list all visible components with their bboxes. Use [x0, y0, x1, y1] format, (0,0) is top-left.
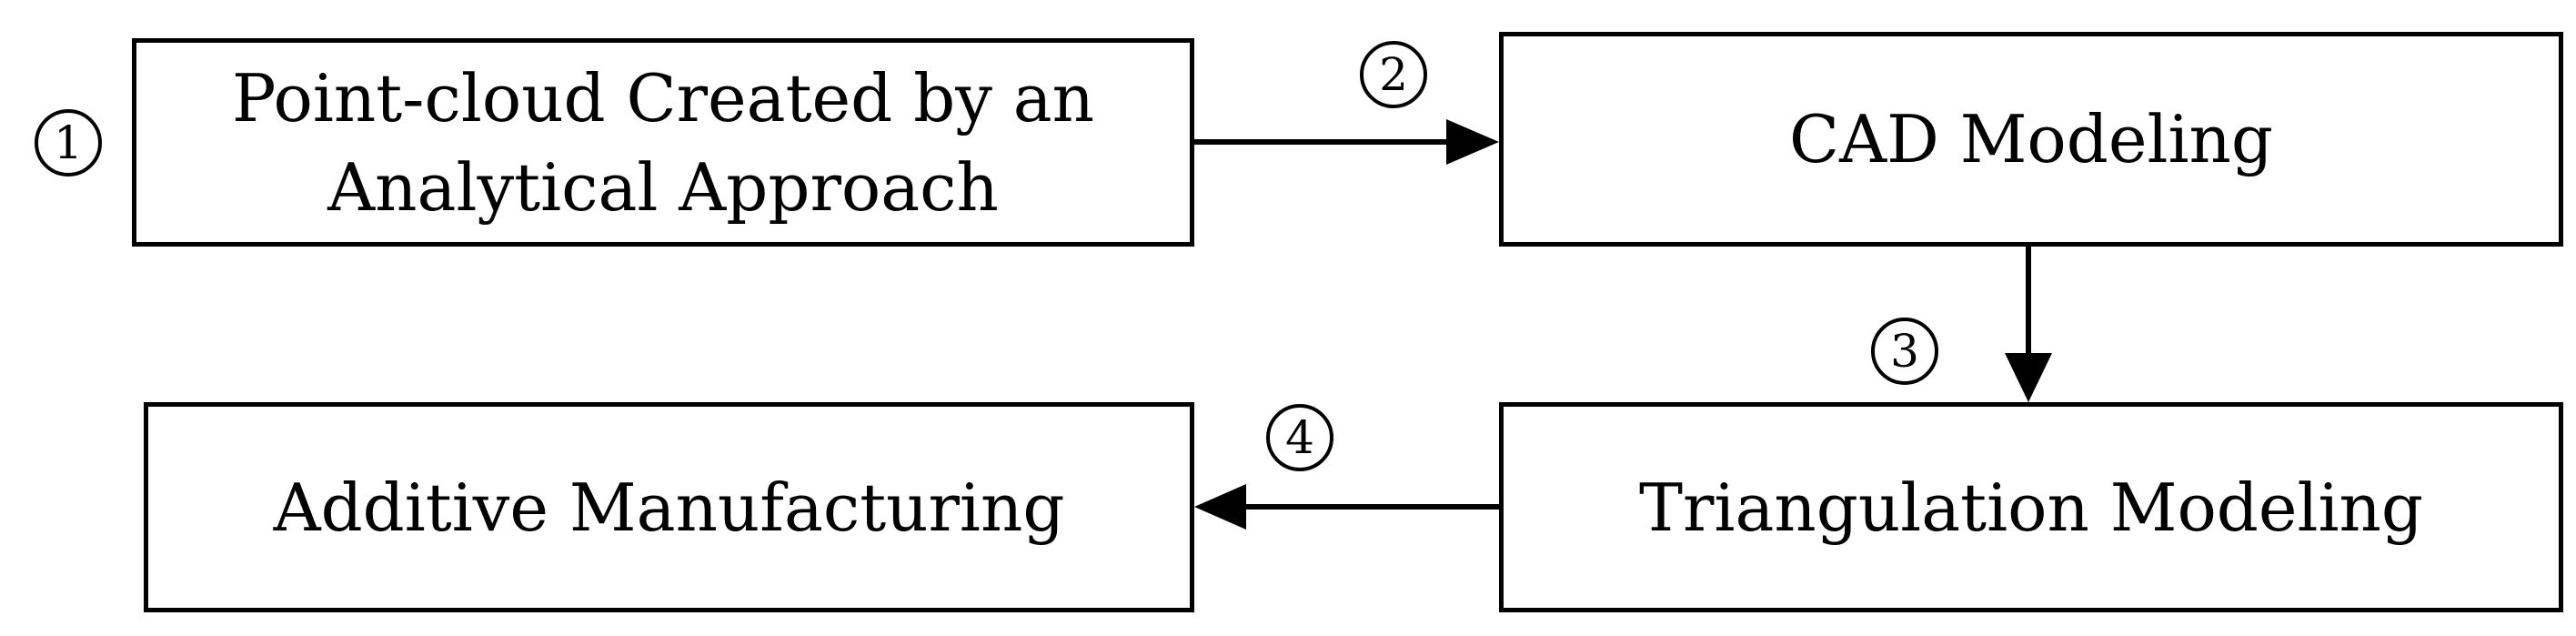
arrow-triangulation-to-additive — [1194, 484, 1499, 530]
arrow-point-cloud-to-cad — [1194, 119, 1499, 165]
point-cloud-box: Point-cloud Created by an Analytical App… — [132, 38, 1194, 247]
step-1-number: 1 — [54, 116, 83, 169]
triangulation-modeling-label: Triangulation Modeling — [1638, 469, 2424, 546]
point-cloud-label-line-2: Analytical Approach — [327, 148, 999, 226]
step-1-marker: 1 — [35, 109, 102, 177]
step-2-number: 2 — [1379, 48, 1408, 101]
additive-manufacturing-label: Additive Manufacturing — [273, 469, 1065, 546]
additive-manufacturing-box: Additive Manufacturing — [144, 402, 1194, 612]
cad-modeling-label: CAD Modeling — [1789, 101, 2273, 177]
step-3-number: 3 — [1890, 325, 1919, 378]
step-3-marker: 3 — [1871, 318, 1938, 385]
cad-modeling-box: CAD Modeling — [1499, 32, 2563, 247]
triangulation-modeling-box: Triangulation Modeling — [1499, 402, 2563, 612]
step-4-number: 4 — [1285, 411, 1314, 464]
point-cloud-label-line-1: Point-cloud Created by an — [231, 59, 1095, 136]
arrow-cad-to-triangulation — [2005, 247, 2052, 402]
step-2-marker: 2 — [1360, 41, 1427, 108]
step-4-marker: 4 — [1266, 404, 1333, 471]
